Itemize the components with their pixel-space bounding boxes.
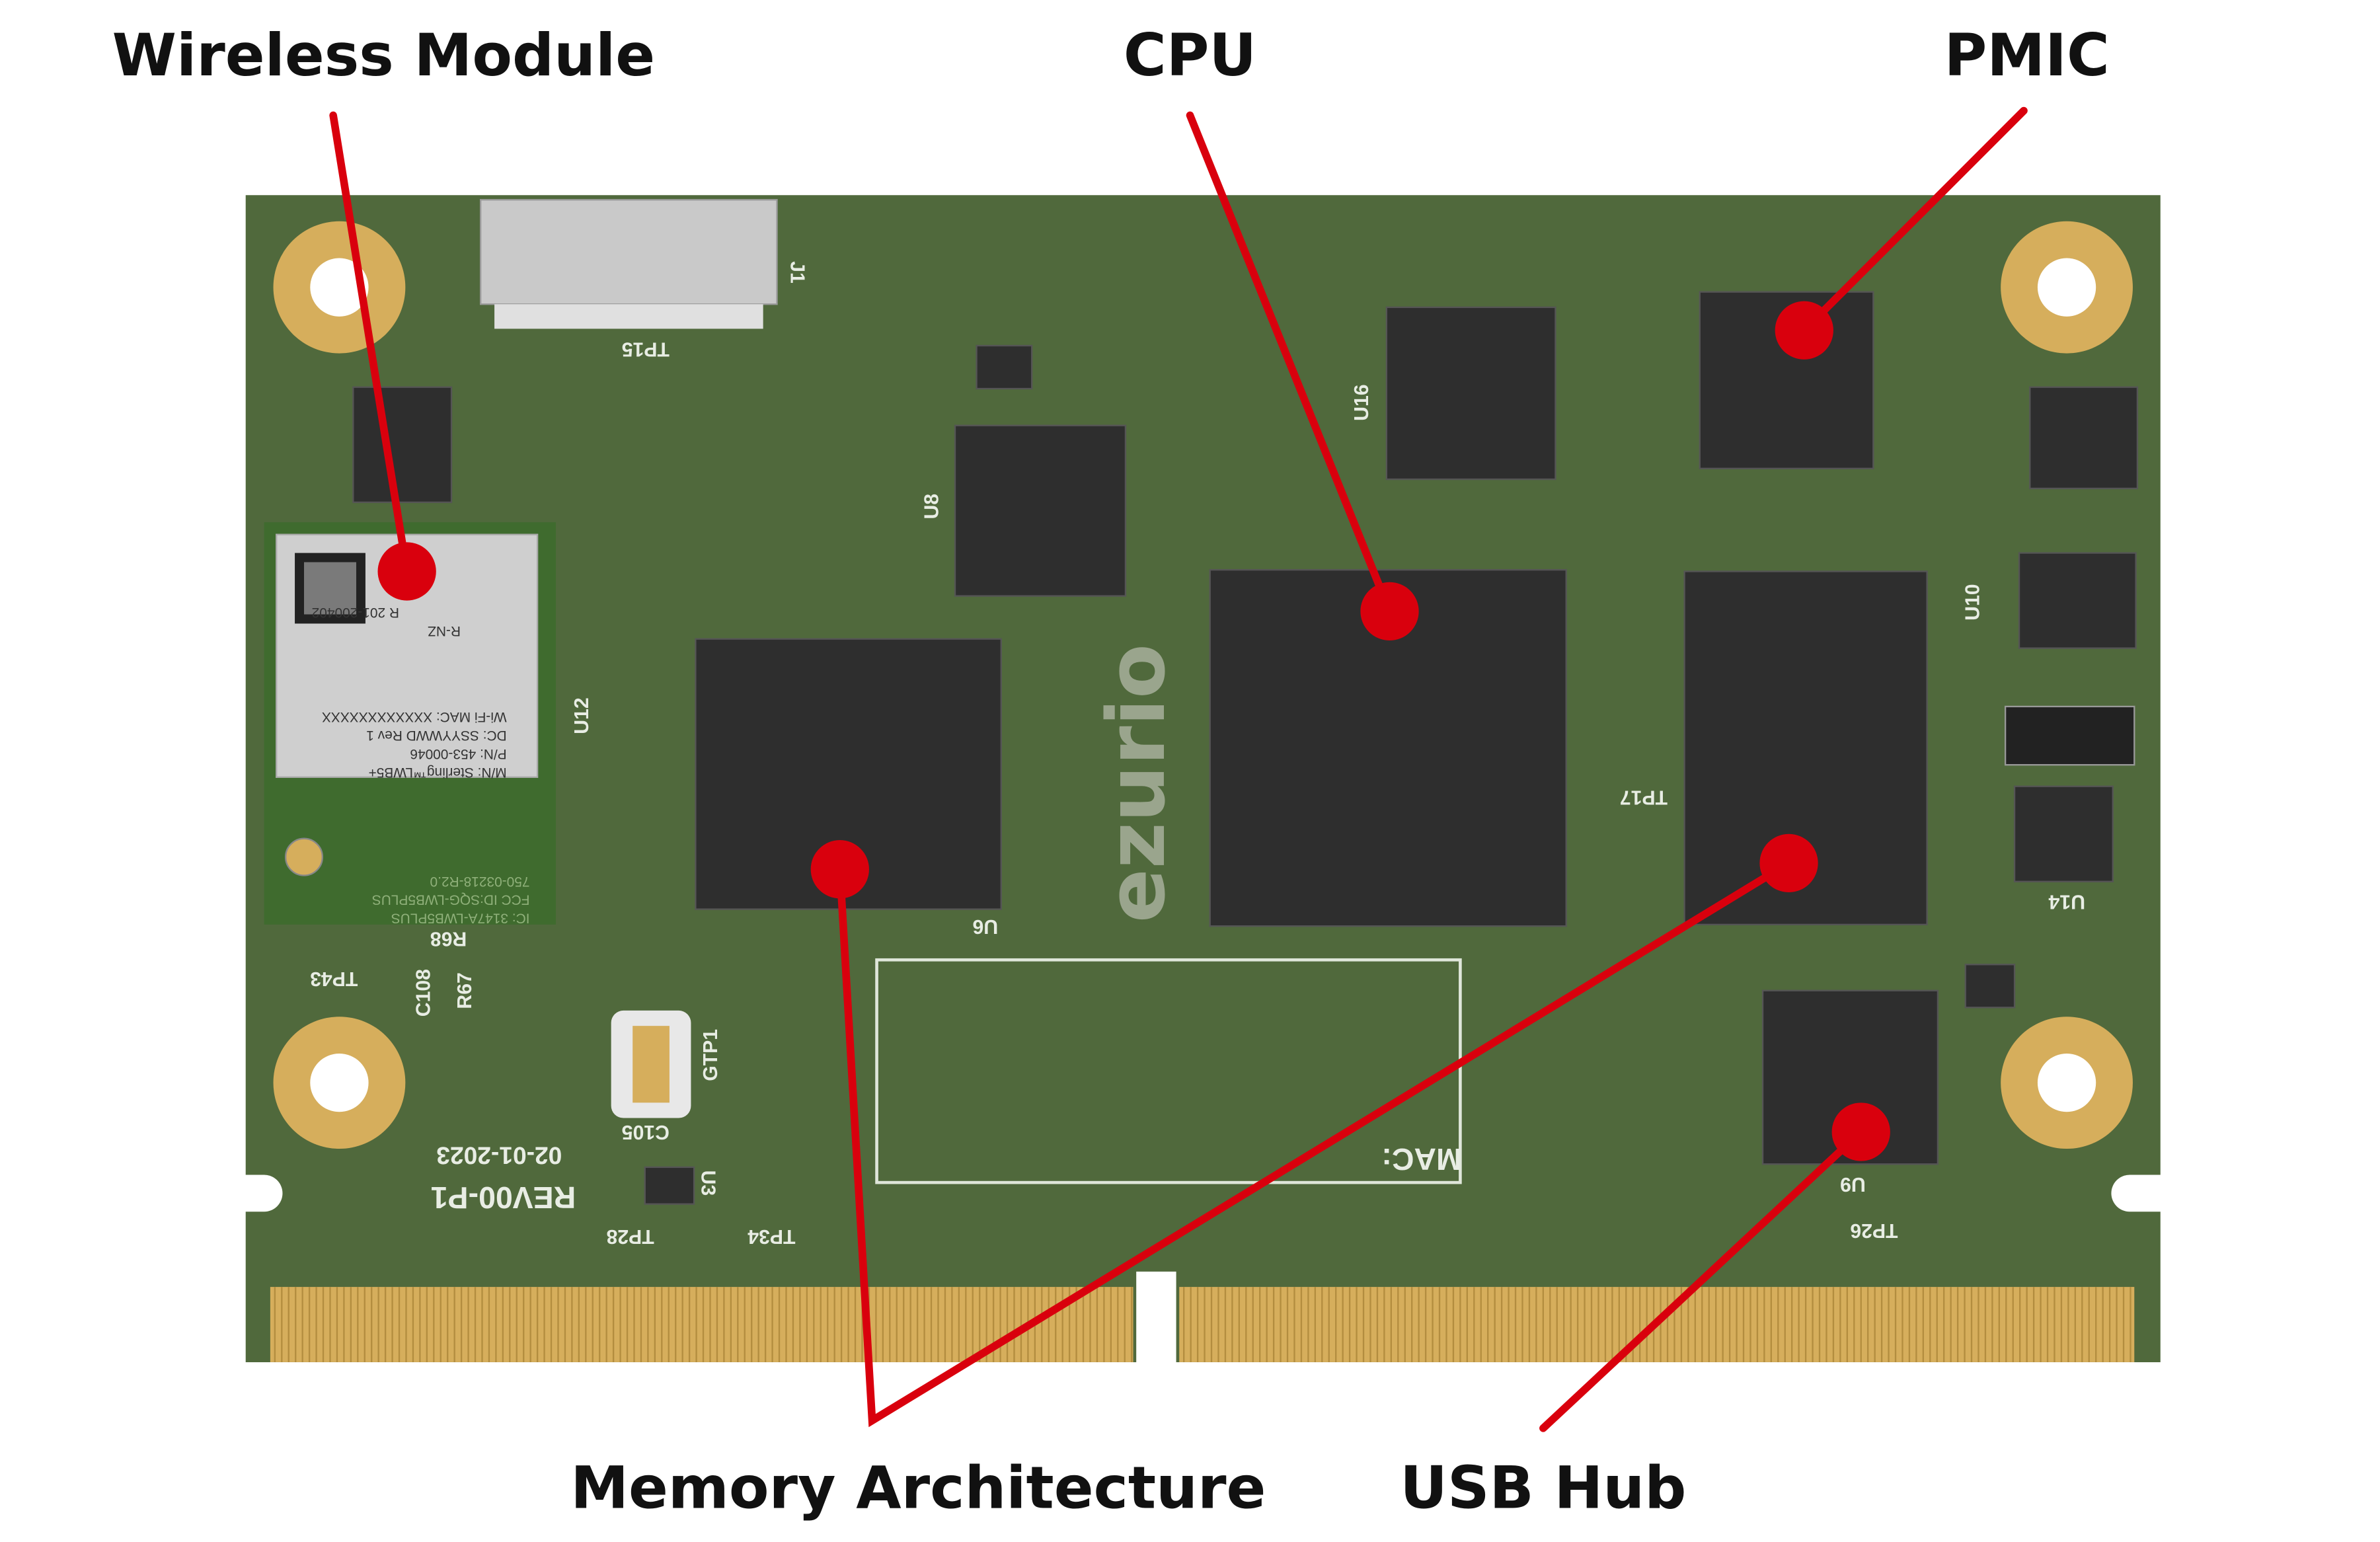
- label-r68: R68: [430, 927, 467, 949]
- label-tp17: TP17: [1620, 787, 1668, 808]
- module-mn: M/N: Sterling™LWB5+: [368, 765, 506, 780]
- label-u14: U14: [2048, 891, 2085, 913]
- ezurio-logo: ezurio: [1091, 644, 1183, 923]
- chip-u16: [1385, 306, 1556, 481]
- chip-y3: [1964, 964, 2016, 1009]
- label-u6: U6: [973, 915, 999, 937]
- wireless-module-label: Wireless Module: [112, 21, 656, 89]
- antenna-connector: [284, 837, 324, 876]
- pcb-board: M/N: Sterling™LWB5+ P/N: 453-00046 DC: S…: [245, 195, 2161, 1364]
- chip-u10: [2018, 552, 2137, 649]
- module-dc: DC: SSYYWWD Rev 1: [366, 728, 506, 743]
- chip-top-right: [2029, 386, 2139, 490]
- chip-y2: [976, 344, 1033, 390]
- chip-u3-small: [644, 1166, 695, 1205]
- module-fcc: FCC ID:SQG-LWB5PLUS: [372, 892, 530, 907]
- module-cert: R 201-200402: [312, 605, 399, 620]
- usb-leader-line: [1539, 1128, 1865, 1432]
- memory-dot-2: [1759, 833, 1818, 893]
- cpu-label: CPU: [1124, 21, 1256, 89]
- label-u12: U12: [571, 697, 593, 734]
- wireless-leader-line: [329, 111, 411, 576]
- label-c105: C105: [622, 1121, 670, 1143]
- label-u10: U10: [1962, 584, 1984, 620]
- chip-u8: [954, 424, 1127, 597]
- pmic-label: PMIC: [1944, 21, 2110, 89]
- silkscreen: REV00-P1 02-01-2023 U6 U9 U12 U16 U8 U10…: [310, 261, 2085, 1247]
- memory-dot-1: [810, 840, 869, 899]
- label-gtp1: GTP1: [700, 1029, 722, 1081]
- pmic-dot: [1775, 301, 1833, 360]
- label-j1: J1: [786, 261, 808, 284]
- cpu-dot: [1360, 582, 1419, 641]
- module-pn: P/N: 453-00046: [410, 746, 506, 761]
- memory-leader-line: [835, 859, 1793, 1428]
- usb-hub-label: USB Hub: [1400, 1454, 1686, 1522]
- j1-connector: [480, 199, 778, 305]
- wireless-dot: [377, 542, 436, 601]
- date-label: 02-01-2023: [436, 1142, 562, 1170]
- chip-u13: [352, 386, 453, 504]
- label-u16: U16: [1351, 384, 1373, 420]
- usb-dot: [1831, 1102, 1890, 1161]
- label-u8: U8: [921, 494, 942, 520]
- label-tp15: TP15: [622, 338, 670, 360]
- label-tp34: TP34: [748, 1225, 795, 1247]
- chip-u14: [2013, 785, 2114, 882]
- qr-code: [295, 553, 365, 624]
- module-rnz: R-NZ: [428, 623, 461, 638]
- label-u3: U3: [697, 1171, 719, 1196]
- memory-architecture-label: Memory Architecture: [570, 1454, 1266, 1522]
- label-u9: U9: [1840, 1173, 1866, 1195]
- module-part: 750-03218-R2.0: [430, 874, 530, 889]
- label-tp26: TP26: [1850, 1219, 1898, 1241]
- module-mac: Wi-Fi MAC: XXXXXXXXXXXX: [322, 709, 507, 724]
- label-r67: R67: [454, 972, 476, 1009]
- revision-label: REV00-P1: [431, 1180, 576, 1215]
- label-tp28: TP28: [607, 1225, 654, 1247]
- mac-label: MAC:: [1381, 1142, 1461, 1176]
- module-ic: IC: 3147A-LWB5PLUS: [391, 911, 530, 926]
- label-c108: C108: [413, 969, 435, 1017]
- pmic-leader-line: [1800, 106, 2028, 334]
- mac-box: [875, 958, 1462, 1184]
- cpu-leader-line: [1186, 111, 1394, 615]
- callout-lines: [329, 106, 2028, 1432]
- dip-switch: [2004, 705, 2135, 766]
- label-tp43: TP43: [310, 968, 358, 989]
